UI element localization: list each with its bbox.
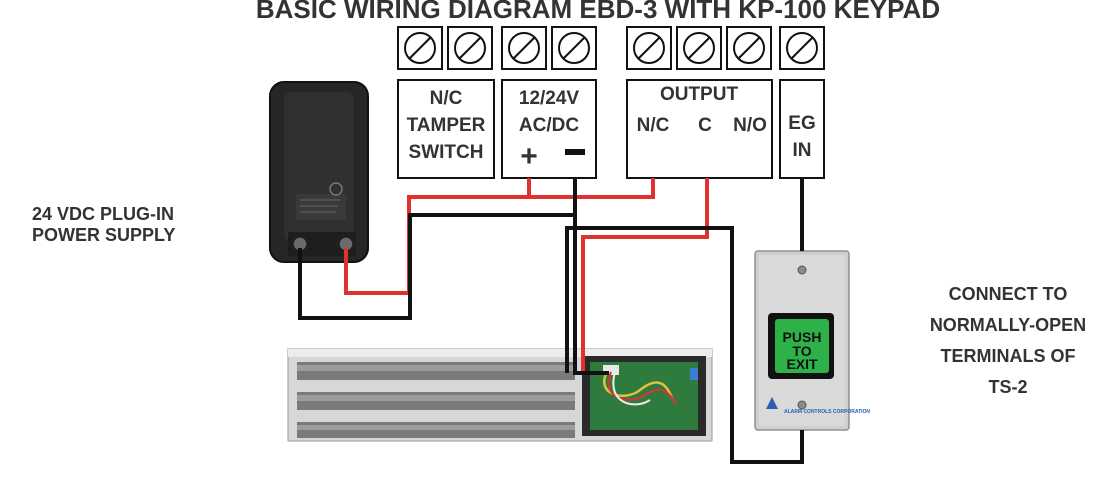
svg-text:TS-2: TS-2 — [988, 377, 1027, 397]
svg-text:EG: EG — [788, 113, 815, 134]
svg-text:POWER SUPPLY: POWER SUPPLY — [32, 225, 175, 245]
push-button-face — [775, 319, 829, 373]
svg-text:C: C — [698, 115, 712, 136]
minus-sign — [565, 149, 585, 155]
svg-text:N/C: N/C — [430, 88, 463, 109]
svg-text:CONNECT TO: CONNECT TO — [949, 284, 1068, 304]
svg-text:N/C: N/C — [637, 115, 670, 136]
svg-text:TO: TO — [792, 343, 811, 359]
svg-text:OUTPUT: OUTPUT — [660, 84, 739, 105]
output-block: OUTPUT N/C C N/O — [626, 79, 773, 179]
svg-text:EXIT: EXIT — [786, 356, 818, 372]
svg-text:24 VDC PLUG-IN: 24 VDC PLUG-IN — [32, 204, 174, 224]
brand-text: ALARM CONTROLS CORPORATION — [784, 409, 870, 415]
svg-text:TERMINALS OF: TERMINALS OF — [941, 346, 1076, 366]
screw-terminal — [726, 26, 772, 70]
black-wires — [298, 178, 804, 464]
screw-terminal-row — [397, 26, 825, 70]
power-supply-label: 24 VDC PLUG-IN POWER SUPPLY — [32, 204, 175, 245]
push-to-exit-plate: PUSH TO EXIT ALARM CONTROLS CORPORATION — [754, 250, 870, 431]
brand-logo-icon — [766, 397, 778, 409]
svg-text:TAMPER: TAMPER — [407, 115, 486, 136]
screw-terminal — [626, 26, 672, 70]
diagram-title: BASIC WIRING DIAGRAM EBD-3 WITH KP-100 K… — [256, 0, 940, 24]
svg-text:AC/DC: AC/DC — [519, 115, 579, 136]
svg-text:NORMALLY-OPEN: NORMALLY-OPEN — [930, 315, 1086, 335]
svg-text:IN: IN — [793, 140, 812, 161]
magnetic-lock — [287, 348, 713, 442]
svg-text:PUSH: PUSH — [783, 329, 822, 345]
power-input-block: 12/24V AC/DC + — [501, 79, 597, 179]
red-wires — [344, 178, 709, 375]
tamper-switch-block: N/C TAMPER SWITCH — [397, 79, 495, 179]
screw-terminal — [676, 26, 722, 70]
svg-text:N/O: N/O — [733, 115, 767, 136]
svg-text:12/24V: 12/24V — [519, 88, 580, 109]
screw-terminal — [551, 26, 597, 70]
egress-input-block: EG IN — [779, 79, 825, 179]
plus-sign: + — [520, 140, 538, 173]
svg-text:SWITCH: SWITCH — [409, 142, 484, 163]
screw-terminal — [779, 26, 825, 70]
screw-terminal — [501, 26, 547, 70]
plug-in-power-supply — [269, 81, 369, 263]
screw-terminal — [397, 26, 443, 70]
connection-note: CONNECT TO NORMALLY-OPEN TERMINALS OF TS… — [930, 284, 1086, 397]
screw-terminal — [447, 26, 493, 70]
